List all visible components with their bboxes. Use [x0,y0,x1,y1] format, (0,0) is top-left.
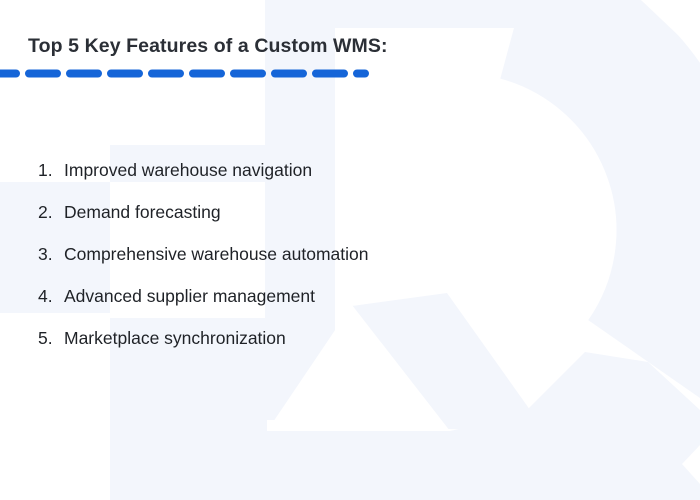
feature-list: 1. Improved warehouse navigation 2. Dema… [38,160,368,370]
watermark-leg [352,293,545,431]
list-item-label: Demand forecasting [64,202,221,222]
watermark-right-edge-notch [682,445,700,484]
list-item-label: Comprehensive warehouse automation [64,244,369,264]
title-dashed-underline [0,69,369,78]
watermark-top-band [265,0,670,28]
list-item-label: Marketplace synchronization [64,328,286,348]
list-item: 4. Advanced supplier management [38,286,368,306]
list-item-number: 1. [38,160,53,180]
list-item-number: 4. [38,286,53,306]
list-item-label: Advanced supplier management [64,286,315,306]
watermark-corner-chamfer-cut [641,0,700,56]
list-item: 5. Marketplace synchronization [38,328,368,348]
list-item: 3. Comprehensive warehouse automation [38,244,368,264]
watermark-bottom-band [267,352,700,500]
list-item: 2. Demand forecasting [38,202,368,222]
watermark-ring-arc [498,0,700,398]
list-item-number: 5. [38,328,53,348]
list-item-label: Improved warehouse navigation [64,160,313,180]
page-title: Top 5 Key Features of a Custom WMS: [28,35,388,57]
list-item: 1. Improved warehouse navigation [38,160,368,180]
list-item-number: 2. [38,202,53,222]
list-item-number: 3. [38,244,53,264]
